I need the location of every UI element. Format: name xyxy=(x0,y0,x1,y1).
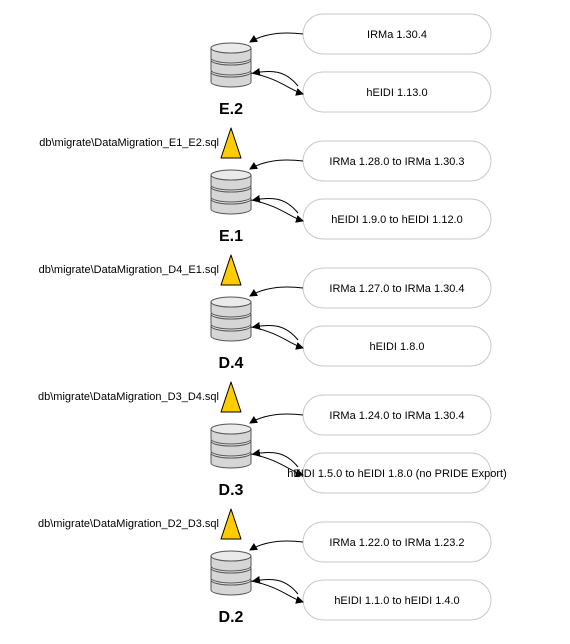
database-layer-top xyxy=(210,296,252,308)
irma-arrow xyxy=(249,540,304,551)
irma-version-pill-label: IRMa 1.24.0 to IRMa 1.30.4 xyxy=(329,410,464,422)
stage-e-1: IRMa 1.28.0 to IRMa 1.30.3 hEIDI 1.9.0 to… xyxy=(39,140,492,286)
irma-version-pill: IRMa 1.30.4 xyxy=(302,13,492,55)
heidi-version-pill: hEIDI 1.9.0 to hEIDI 1.12.0 xyxy=(302,198,492,240)
irma-version-pill: IRMa 1.24.0 to IRMa 1.30.4 xyxy=(302,394,492,436)
irma-arrow xyxy=(249,32,304,43)
irma-version-pill-label: IRMa 1.28.0 to IRMa 1.30.3 xyxy=(329,156,464,168)
heidi-arrow-in xyxy=(252,67,299,87)
heidi-version-pill-label: hEIDI 1.8.0 xyxy=(369,341,424,353)
heidi-version-pill-label: hEIDI 1.1.0 to hEIDI 1.4.0 xyxy=(334,595,459,607)
stage-d-2: IRMa 1.22.0 to IRMa 1.23.2 hEIDI 1.1.0 to… xyxy=(210,521,492,626)
stage-d-4: IRMa 1.27.0 to IRMa 1.30.4 hEIDI 1.8.0D.4… xyxy=(38,267,492,413)
migration-warning-icon xyxy=(220,508,242,540)
schema-version-label: D.2 xyxy=(219,609,244,626)
heidi-version-pill-label: hEIDI 1.5.0 to hEIDI 1.8.0 (no PRIDE Exp… xyxy=(287,468,507,480)
database-icon xyxy=(210,296,252,342)
database-layer-top xyxy=(210,42,252,54)
database-layer-top xyxy=(210,169,252,181)
stage-d-3: IRMa 1.24.0 to IRMa 1.30.4 hEIDI 1.5.0 to… xyxy=(38,394,507,540)
schema-version-label: E.2 xyxy=(219,101,243,118)
irma-version-pill: IRMa 1.27.0 to IRMa 1.30.4 xyxy=(302,267,492,309)
stage-e-2: IRMa 1.30.4 hEIDI 1.13.0E.2 db\migrate\Dat… xyxy=(39,13,492,159)
heidi-arrow-in xyxy=(252,321,299,341)
heidi-version-pill: hEIDI 1.8.0 xyxy=(302,325,492,367)
irma-version-pill: IRMa 1.28.0 to IRMa 1.30.3 xyxy=(302,140,492,182)
migration-warning-icon xyxy=(220,127,242,159)
irma-arrow xyxy=(249,286,304,297)
heidi-arrow-in xyxy=(252,448,299,468)
database-layer-top xyxy=(210,423,252,435)
irma-version-pill-label: IRMa 1.27.0 to IRMa 1.30.4 xyxy=(329,283,464,295)
heidi-version-pill: hEIDI 1.13.0 xyxy=(302,71,492,113)
irma-version-pill: IRMa 1.22.0 to IRMa 1.23.2 xyxy=(302,521,492,563)
heidi-version-pill-label: hEIDI 1.13.0 xyxy=(366,87,427,99)
heidi-arrow-in xyxy=(252,194,299,214)
heidi-version-pill: hEIDI 1.5.0 to hEIDI 1.8.0 (no PRIDE Exp… xyxy=(287,452,507,494)
schema-version-label: D.3 xyxy=(219,482,244,499)
heidi-version-pill-label: hEIDI 1.9.0 to hEIDI 1.12.0 xyxy=(331,214,462,226)
database-icon xyxy=(210,423,252,469)
irma-arrow xyxy=(249,159,304,170)
database-icon xyxy=(210,550,252,596)
schema-version-label: E.1 xyxy=(219,228,243,245)
irma-arrow xyxy=(249,413,304,424)
migration-script-label: db\migrate\DataMigration_E1_E2.sql xyxy=(39,137,219,149)
database-icon xyxy=(210,42,252,88)
irma-version-pill-label: IRMa 1.30.4 xyxy=(367,29,427,41)
database-layer-top xyxy=(210,550,252,562)
database-icon xyxy=(210,169,252,215)
migration-script-label: db\migrate\DataMigration_D3_D4.sql xyxy=(38,391,219,403)
heidi-arrow-in xyxy=(252,575,299,595)
migration-script-label: db\migrate\DataMigration_D2_D3.sql xyxy=(38,518,219,530)
schema-version-label: D.4 xyxy=(219,355,244,372)
heidi-version-pill: hEIDI 1.1.0 to hEIDI 1.4.0 xyxy=(302,579,492,621)
migration-script-label: db\migrate\DataMigration_D4_E1.sql xyxy=(39,264,219,276)
irma-version-pill-label: IRMa 1.22.0 to IRMa 1.23.2 xyxy=(329,537,464,549)
migration-warning-icon xyxy=(220,254,242,286)
migration-warning-icon xyxy=(220,381,242,413)
